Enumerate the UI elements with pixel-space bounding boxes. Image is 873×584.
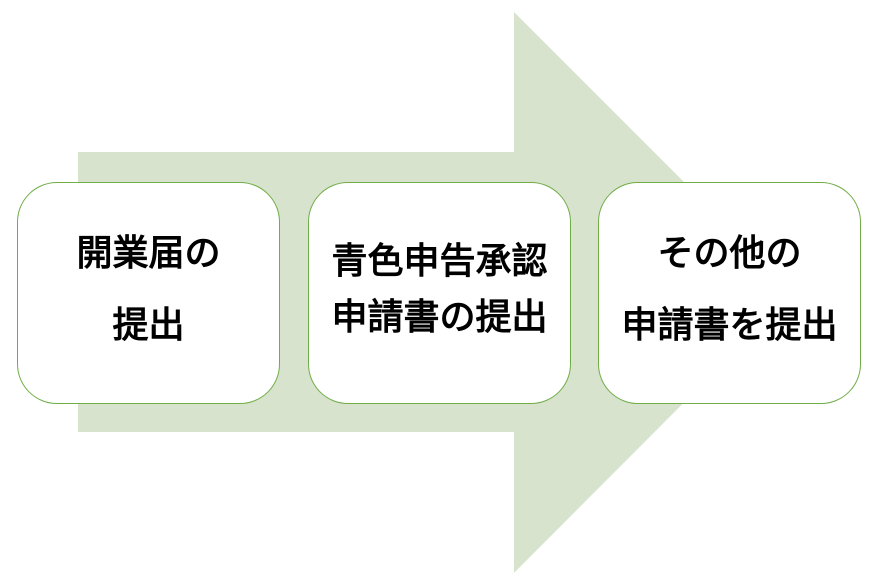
step-1-line-1: 開業届の: [76, 232, 221, 273]
step-2-line-2: 申請書の提出: [331, 296, 548, 337]
step-2-line-1: 青色申告承認: [331, 240, 548, 281]
step-box-2: 青色申告承認 申請書の提出: [308, 182, 571, 404]
step-box-3: その他の 申請書を提出: [598, 182, 861, 404]
step-3-line-2: 申請書を提出: [621, 304, 838, 345]
step-3-line-1: その他の: [657, 232, 802, 273]
step-1-line-2: 提出: [112, 304, 185, 345]
step-box-1: 開業届の 提出: [17, 182, 280, 404]
